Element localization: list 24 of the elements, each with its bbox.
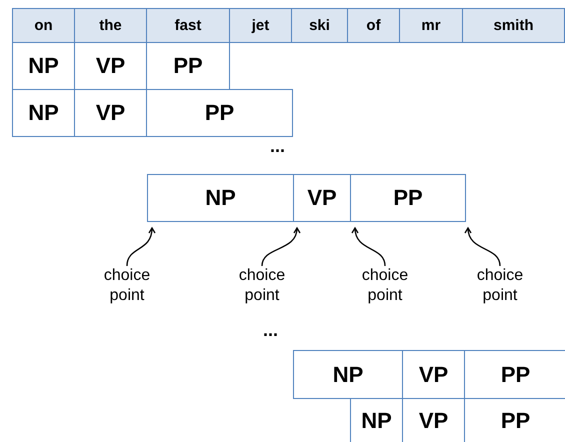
word-cell: the bbox=[74, 8, 147, 43]
category-cell: PP bbox=[350, 174, 466, 222]
word-cell: smith bbox=[462, 8, 565, 43]
choice-point-label: choice point bbox=[87, 266, 167, 306]
word-cell: mr bbox=[399, 8, 463, 43]
category-cell: NP bbox=[293, 350, 403, 399]
word-cell: on bbox=[12, 8, 75, 43]
curved-arrow bbox=[464, 227, 501, 266]
category-cell: NP bbox=[147, 174, 294, 222]
word-cell: fast bbox=[146, 8, 230, 43]
choice-point-label: choice point bbox=[460, 266, 540, 306]
choice-point-label: choice point bbox=[345, 266, 425, 306]
category-cell: VP bbox=[293, 174, 351, 222]
curved-arrow bbox=[352, 227, 386, 266]
curved-arrow bbox=[261, 227, 300, 266]
choice-point-label: choice point bbox=[222, 266, 302, 306]
category-cell: NP bbox=[12, 89, 75, 137]
category-cell: PP bbox=[146, 89, 293, 137]
curved-arrow bbox=[126, 227, 156, 266]
word-cell: jet bbox=[229, 8, 292, 43]
ellipsis: ... bbox=[263, 320, 278, 341]
word-cell: of bbox=[347, 8, 400, 43]
word-cell: ski bbox=[291, 8, 348, 43]
ellipsis: ... bbox=[270, 136, 286, 157]
